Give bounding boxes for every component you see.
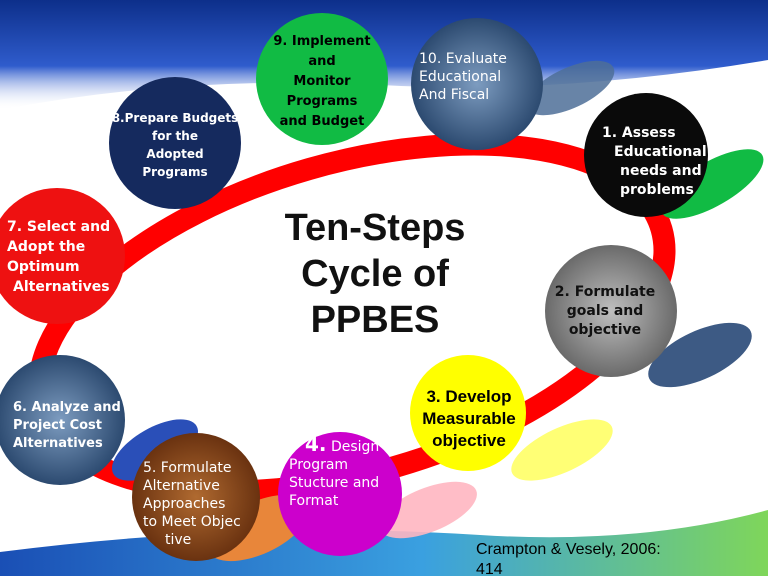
- step-3-line: objective: [432, 431, 506, 450]
- title-line: Cycle of: [301, 253, 449, 295]
- step-1-line: Educational: [614, 144, 707, 160]
- step-2-line: 2. Formulate: [554, 284, 656, 300]
- step-9-line: and Budget: [279, 114, 365, 129]
- step-10-line: 10. Evaluate: [419, 51, 507, 67]
- step-8-label: 8.Prepare Budgets for the Adopted Progra…: [106, 109, 244, 181]
- step-9-line: 9. Implement: [273, 34, 371, 49]
- step-1-line: 1. Assess: [602, 125, 676, 141]
- step-6-circle: [0, 355, 125, 485]
- petal-shape: [511, 419, 613, 481]
- step-5-line: to Meet Objec: [143, 514, 241, 530]
- step-3-circle: [410, 355, 526, 471]
- step-2-circle: [545, 245, 677, 377]
- step-4-heading: 4. Design: [289, 432, 407, 456]
- citation-line: 414: [476, 561, 503, 578]
- citation: Crampton & Vesely, 2006: 414: [476, 540, 746, 580]
- step-4-line: Design: [330, 439, 380, 455]
- step-10-label: 10. Evaluate Educational And Fiscal: [419, 50, 537, 104]
- step-5-line: tive: [165, 532, 192, 548]
- step-8-circle: [109, 77, 241, 209]
- title-line: PPBES: [310, 299, 440, 341]
- step-4-line: Stucture and: [289, 475, 380, 491]
- step-7-line: Alternatives: [13, 279, 110, 295]
- petal-shape: [648, 322, 752, 388]
- step-7-circle: [0, 188, 125, 324]
- step-3-label: 3. Develop Measurable objective: [414, 386, 524, 452]
- step-6-label: 6. Analyze and Project Cost Alternatives: [13, 399, 133, 453]
- step-1-line: needs and: [620, 163, 702, 179]
- step-6-line: Alternatives: [13, 436, 103, 451]
- step-10-circle: [411, 18, 543, 150]
- step-6-line: Project Cost: [13, 418, 103, 433]
- step-4-number: 4.: [305, 432, 327, 456]
- step-2-label: 2. Formulate goals and objective: [549, 283, 661, 340]
- step-8-line: Programs: [142, 165, 208, 179]
- step-8-line: Adopted: [146, 147, 204, 161]
- step-7-line: Adopt the: [7, 239, 86, 255]
- step-9-circle: [256, 13, 388, 145]
- step-1-circle: [584, 93, 708, 217]
- step-9-label: 9. Implement and Monitor Programs and Bu…: [262, 32, 382, 132]
- step-9-line: and: [308, 54, 336, 69]
- step-7-line: 7. Select and: [7, 219, 111, 235]
- step-5-line: Alternative: [143, 478, 220, 494]
- step-6-line: 6. Analyze and: [13, 400, 121, 415]
- petal-shape: [525, 60, 615, 116]
- step-3-line: Measurable: [422, 409, 516, 428]
- step-8-line: for the: [152, 129, 198, 143]
- step-4-label: 4. Design Program Stucture and Format: [289, 432, 407, 510]
- step-7-label: 7. Select and Adopt the Optimum Alternat…: [7, 217, 127, 297]
- citation-line: Crampton & Vesely, 2006:: [476, 541, 661, 558]
- step-10-line: Educational: [419, 69, 502, 85]
- step-1-line: problems: [620, 182, 694, 198]
- title-line: Ten-Steps: [284, 207, 466, 249]
- step-9-line: Monitor: [293, 74, 351, 89]
- step-9-line: Programs: [286, 94, 358, 109]
- petal-shape: [379, 481, 477, 539]
- step-5-line: Approaches: [143, 496, 226, 512]
- step-4-line: Program: [289, 457, 349, 473]
- step-2-line: goals and: [566, 303, 644, 319]
- step-4-circle: [278, 432, 402, 556]
- step-7-line: Optimum: [7, 259, 80, 275]
- diagram-title: Ten-Steps Cycle of PPBES: [240, 205, 510, 343]
- step-5-line: 5. Formulate: [143, 460, 232, 476]
- step-5-label: 5. Formulate Alternative Approaches to M…: [143, 459, 265, 549]
- step-5-circle: [132, 433, 260, 561]
- step-1-label: 1. Assess Educational needs and problems: [598, 124, 712, 200]
- step-3-line: 3. Develop: [426, 387, 512, 406]
- step-10-line: And Fiscal: [419, 87, 490, 103]
- step-8-line: 8.Prepare Budgets: [111, 111, 239, 125]
- step-2-line: objective: [568, 322, 642, 338]
- step-4-line: Format: [289, 493, 339, 509]
